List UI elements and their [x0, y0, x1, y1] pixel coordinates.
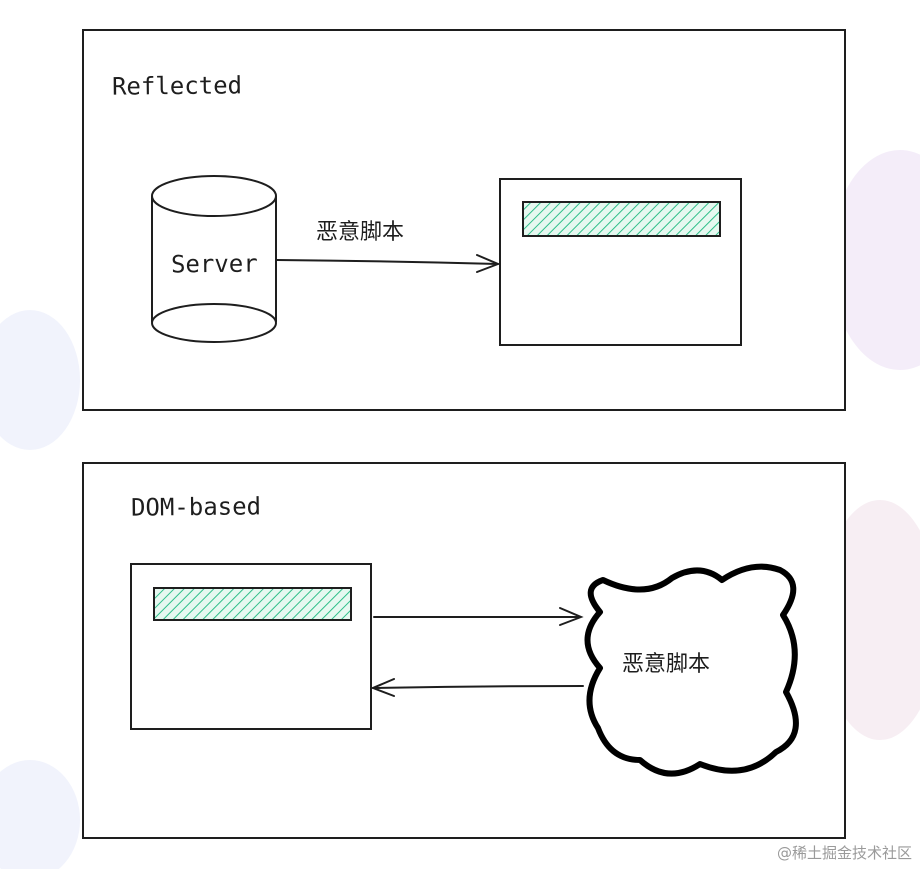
server-label: Server — [170, 249, 258, 279]
reflected-arrow-label: 恶意脚本 — [316, 220, 405, 245]
dom-browser-label: Browser — [165, 655, 268, 685]
watermark: @稀土掘金技术社区 — [776, 844, 912, 862]
reflected-title: Reflected — [111, 71, 243, 101]
reflected-browser-label: Browser — [534, 270, 637, 300]
cloud-label-front: 恶意脚本 — [622, 652, 711, 677]
dom-based-title: DOM-based — [130, 492, 262, 522]
